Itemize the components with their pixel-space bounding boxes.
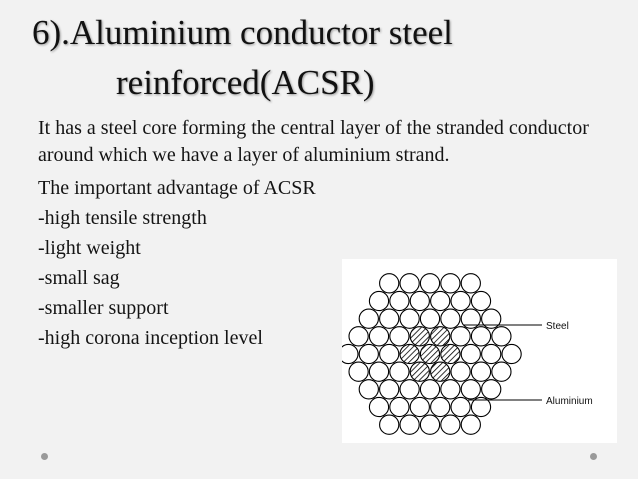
aluminium-strand: [342, 343, 359, 365]
aluminium-strand: [481, 379, 502, 400]
advantage-item: -smaller support: [38, 297, 169, 319]
aluminium-strand: [368, 361, 390, 382]
advantage-item: -high corona inception level: [38, 327, 263, 349]
steel-callout: Steel: [464, 321, 569, 332]
steel-strand: [440, 343, 461, 365]
acsr-cross-section-diagram: Steel Aluminium: [342, 259, 617, 443]
aluminium-strand: [470, 361, 492, 382]
aluminium-strand: [419, 273, 441, 294]
aluminium-strand: [450, 361, 471, 382]
aluminium-strand: [470, 396, 492, 418]
aluminium-strand: [460, 379, 481, 400]
slide-body: It has a steel core forming the central …: [38, 115, 598, 353]
aluminium-strand: [470, 290, 492, 312]
steel-strand: [399, 343, 420, 365]
aluminium-strand: [389, 396, 410, 418]
aluminium-strand: [491, 326, 512, 347]
conductor-strands: [342, 273, 522, 435]
aluminium-strand: [399, 379, 420, 400]
aluminium-strand: [450, 290, 471, 312]
aluminium-strand: [460, 343, 481, 365]
aluminium-strand: [358, 308, 379, 329]
aluminium-strand: [379, 308, 400, 329]
acsr-cross-section-svg: Steel Aluminium: [342, 273, 593, 435]
aluminium-strand: [450, 396, 471, 418]
aluminium-strand: [460, 308, 481, 329]
advantage-item: -light weight: [38, 237, 141, 259]
aluminium-strand: [491, 361, 512, 382]
aluminium-strand: [440, 273, 461, 294]
aluminium-strand: [358, 379, 379, 400]
aluminium-strand: [379, 379, 400, 400]
nav-dot-right: [590, 453, 597, 460]
aluminium-strand: [379, 343, 400, 365]
aluminium-strand: [440, 414, 461, 435]
aluminium-strand: [460, 414, 481, 435]
aluminium-strand: [430, 396, 451, 418]
steel-strand: [409, 326, 430, 347]
aluminium-strand: [368, 290, 390, 312]
aluminium-strand: [348, 326, 369, 347]
aluminium-strand: [368, 326, 390, 347]
aluminium-strand: [399, 308, 420, 329]
aluminium-label: Aluminium: [546, 396, 593, 407]
aluminium-strand: [470, 326, 492, 347]
aluminium-strand: [389, 326, 410, 347]
title-line-2: reinforced(ACSR): [116, 63, 375, 102]
aluminium-strand: [358, 343, 379, 365]
aluminium-strand: [440, 379, 461, 400]
aluminium-strand: [379, 273, 400, 294]
aluminium-strand: [409, 290, 430, 312]
aluminium-strand: [368, 396, 390, 418]
aluminium-strand: [399, 273, 420, 294]
nav-dot-left: [41, 453, 48, 460]
aluminium-strand: [481, 308, 502, 329]
aluminium-strand: [501, 343, 522, 365]
advantages-heading: The important advantage of ACSR: [38, 177, 316, 199]
aluminium-callout: Aluminium: [468, 396, 593, 407]
steel-strand: [430, 326, 451, 347]
aluminium-strand: [389, 290, 410, 312]
aluminium-strand: [419, 414, 441, 435]
aluminium-strand: [430, 290, 451, 312]
steel-label: Steel: [546, 321, 569, 332]
aluminium-strand: [389, 361, 410, 382]
description-paragraph: It has a steel core forming the central …: [38, 117, 589, 166]
steel-strand: [430, 361, 451, 382]
advantage-item: -small sag: [38, 267, 120, 289]
aluminium-strand: [450, 326, 471, 347]
aluminium-strand: [419, 379, 441, 400]
aluminium-strand: [419, 308, 441, 329]
aluminium-strand: [481, 343, 502, 365]
aluminium-strand: [460, 273, 481, 294]
slide-title: 6).Aluminium conductor steel reinforced(…: [32, 8, 592, 108]
aluminium-strand: [399, 414, 420, 435]
aluminium-strand: [348, 361, 369, 382]
steel-strand: [409, 361, 430, 382]
steel-strand: [419, 343, 441, 365]
aluminium-strand: [409, 396, 430, 418]
advantage-item: -high tensile strength: [38, 207, 207, 229]
aluminium-strand: [379, 414, 400, 435]
aluminium-strand: [440, 308, 461, 329]
title-line-1: 6).Aluminium conductor steel: [32, 13, 453, 52]
